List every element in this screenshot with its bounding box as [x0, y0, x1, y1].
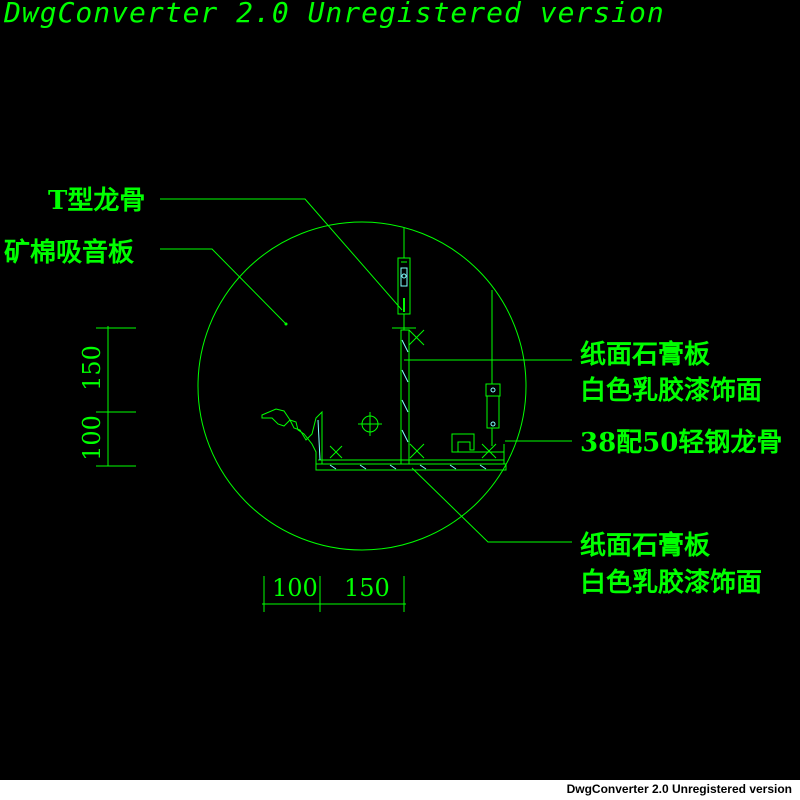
leader-lines [160, 198, 572, 543]
dimension-label-vertical-lower: 100 [78, 415, 106, 461]
leader-t-keel [160, 198, 403, 311]
dimension-label-horizontal-right: 150 [344, 574, 390, 602]
footer-bar: DwgConverter 2.0 Unregistered version [0, 780, 800, 800]
cross-marks [329, 329, 497, 459]
crosshair-target [358, 412, 382, 436]
detail-circle [197, 221, 527, 551]
hanger-t-keel-detail [400, 267, 408, 287]
hanger-light-keel-detail [490, 387, 496, 427]
dimension-label-horizontal-left: 100 [272, 574, 318, 602]
watermark-top: DwgConverter 2.0 Unregistered version [4, 0, 665, 29]
vertical-gypsum-board [400, 329, 410, 465]
dimension-label-vertical-upper: 150 [78, 345, 106, 391]
dimension-horizontal [262, 576, 406, 612]
light-keel-profile [451, 433, 505, 464]
leader-mineral-board [160, 248, 287, 325]
callout-gypsum-upper-2: 白色乳胶漆饰面 [580, 376, 763, 406]
hanger-light-keel [485, 290, 501, 446]
callout-gypsum-lower-2: 白色乳胶漆饰面 [580, 568, 763, 598]
hanger-t-keel [392, 228, 416, 330]
callout-t-keel: T型龙骨 [48, 186, 146, 216]
leader-dot [284, 322, 288, 326]
callout-mineral-board: 矿棉吸音板 [4, 238, 135, 268]
dimension-vertical [96, 326, 136, 467]
cornice-moulding [261, 408, 323, 465]
callout-gypsum-upper-1: 纸面石膏板 [580, 340, 711, 370]
callout-light-keel: 38配50轻钢龙骨 [580, 428, 783, 458]
callout-gypsum-lower-1: 纸面石膏板 [580, 531, 711, 561]
watermark-bottom: DwgConverter 2.0 Unregistered version [566, 782, 792, 796]
horizontal-gypsum-board [315, 459, 507, 471]
leader-gypsum-lower [411, 467, 572, 543]
